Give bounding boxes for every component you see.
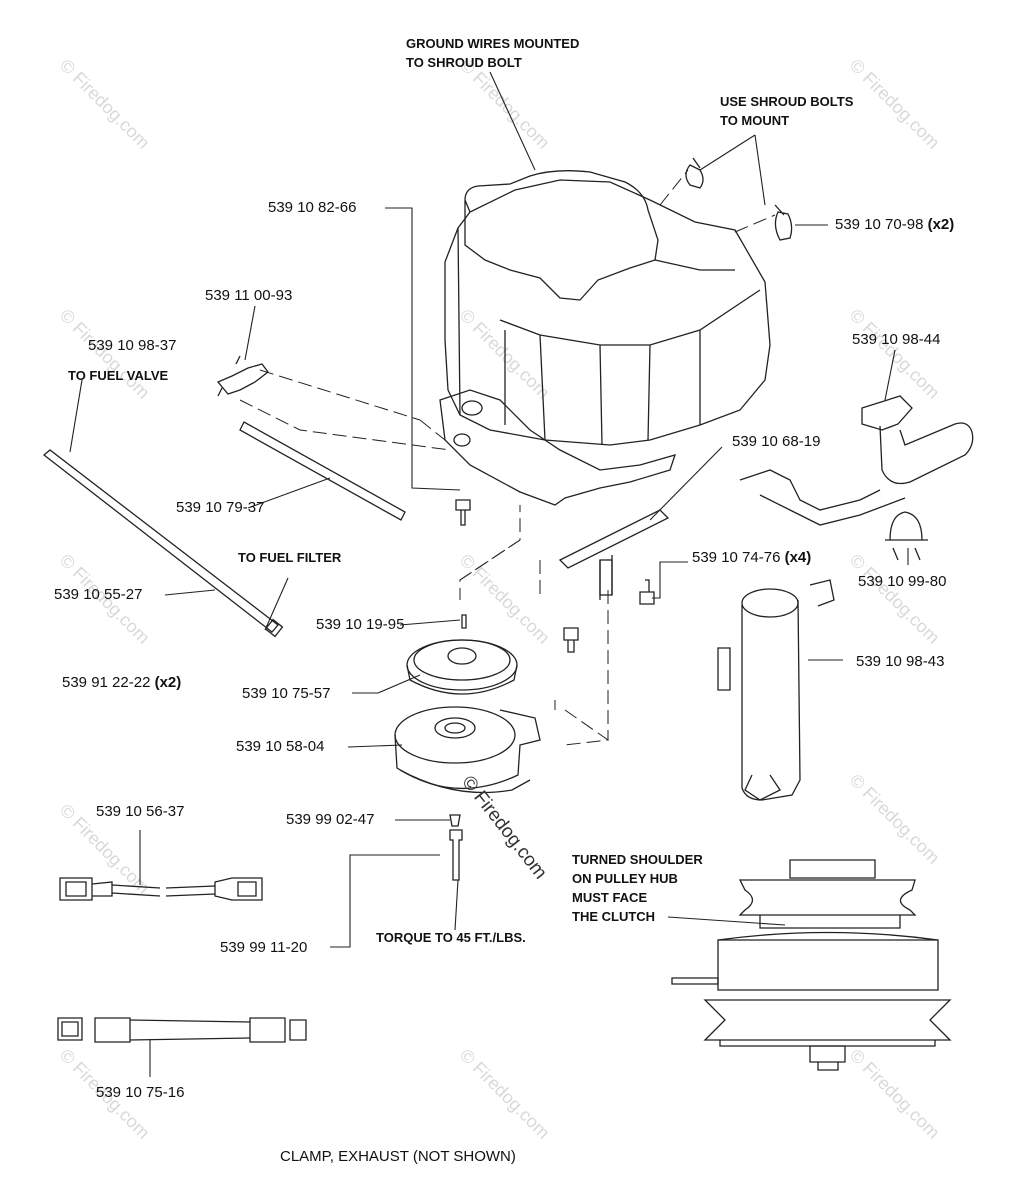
note-shroud-bolts: USE SHROUD BOLTS TO MOUNT xyxy=(720,92,853,130)
exhaust-pipe xyxy=(879,422,974,485)
part-callout: 539 10 75-57 xyxy=(242,685,330,703)
note-line: MUST FACE xyxy=(572,890,648,905)
note-line: TO SHROUD BOLT xyxy=(406,55,522,70)
part-quantity: (x4) xyxy=(784,549,812,566)
pulley xyxy=(406,614,518,695)
engine-base-plate xyxy=(439,389,677,506)
part-number: 539 10 58-04 xyxy=(236,738,325,755)
part-number: 539 10 56-37 xyxy=(96,803,185,820)
clutch-bolt xyxy=(449,829,463,881)
part-callout: 539 10 79-37 xyxy=(176,499,264,517)
part-number: 539 10 75-57 xyxy=(242,685,331,702)
part-callout: 539 10 74-76 (x4) xyxy=(692,549,811,567)
engine-shroud xyxy=(444,170,771,446)
part-number: 539 99 11-20 xyxy=(220,939,308,956)
part-quantity: (x2) xyxy=(154,674,182,691)
exhaust-clamp xyxy=(885,511,928,561)
exhaust-gasket xyxy=(861,395,913,431)
shroud-clip xyxy=(685,157,704,189)
part-callout: 539 99 02-47 xyxy=(286,811,374,829)
part-number: 539 11 00-93 xyxy=(205,287,293,304)
note-line: TO MOUNT xyxy=(720,113,790,128)
note-line: ON PULLEY HUB xyxy=(572,871,678,886)
part-number: 539 10 75-16 xyxy=(96,1084,185,1101)
part-callout: 539 10 75-16 xyxy=(96,1084,184,1102)
part-number: 539 10 74-76 xyxy=(692,549,781,566)
part-callout: 539 10 99-80 xyxy=(858,573,946,591)
part-number: 539 10 70-98 xyxy=(835,216,924,233)
part-number: 539 99 02-47 xyxy=(286,811,375,828)
pto-clutch xyxy=(394,706,541,794)
part-number: 539 10 98-37 xyxy=(88,337,177,354)
part-number: 539 10 98-43 xyxy=(856,653,945,670)
fuel-valve xyxy=(216,363,269,395)
part-callout: 539 10 56-37 xyxy=(96,803,184,821)
fuel-hose xyxy=(239,421,406,521)
note-torque: TORQUE TO 45 FT./LBS. xyxy=(376,930,526,945)
part-callout: 539 99 11-20 xyxy=(220,939,307,957)
part-quantity: (x2) xyxy=(927,216,955,233)
shroud-clip xyxy=(774,204,793,241)
part-callout: 539 91 22-22 (x2) xyxy=(62,674,181,692)
wire-harness xyxy=(57,1017,307,1043)
part-number: 539 10 99-80 xyxy=(858,573,947,590)
footer-note: CLAMP, EXHAUST (NOT SHOWN) xyxy=(280,1148,516,1165)
part-number: 539 10 68-19 xyxy=(732,433,821,450)
note-to-fuel-filter: TO FUEL FILTER xyxy=(238,550,342,565)
part-callout: 539 10 19-95 xyxy=(316,616,404,634)
part-number: 539 10 19-95 xyxy=(316,616,405,633)
part-number: 539 10 98-44 xyxy=(852,331,941,348)
note-turned-shoulder: TURNED SHOULDER ON PULLEY HUB MUST FACE … xyxy=(572,850,703,926)
part-callout: 539 10 98-37 xyxy=(88,337,176,355)
part-callout: 539 11 00-93 xyxy=(205,287,292,305)
part-callout: 539 10 70-98 (x2) xyxy=(835,216,954,234)
part-callout: 539 10 98-43 xyxy=(856,653,944,671)
part-number: 539 10 82-66 xyxy=(268,199,357,216)
note-to-fuel-valve: TO FUEL VALVE xyxy=(68,368,169,383)
note-line: USE SHROUD BOLTS xyxy=(720,94,854,109)
washer xyxy=(449,814,461,827)
bolt xyxy=(455,499,471,526)
part-number: 539 10 79-37 xyxy=(176,499,265,516)
note-line: GROUND WIRES MOUNTED xyxy=(406,36,580,51)
part-callout: 539 10 98-44 xyxy=(852,331,940,349)
note-line: TURNED SHOULDER xyxy=(572,852,703,867)
bolt xyxy=(639,579,655,605)
wire-harness xyxy=(59,877,263,901)
fuel-line xyxy=(42,449,279,633)
part-number: 539 10 55-27 xyxy=(54,586,143,603)
note-ground-wires: GROUND WIRES MOUNTED TO SHROUD BOLT xyxy=(406,34,579,72)
clutch-detail-view xyxy=(671,859,952,1071)
part-callout: 539 10 55-27 xyxy=(54,586,142,604)
mounting-bracket xyxy=(558,509,670,569)
bolt xyxy=(563,627,579,653)
part-callout: 539 10 82-66 xyxy=(268,199,356,217)
muffler xyxy=(717,579,835,801)
part-callout: 539 10 58-04 xyxy=(236,738,324,756)
part-number: 539 91 22-22 xyxy=(62,674,151,691)
note-line: THE CLUTCH xyxy=(572,909,656,924)
part-callout: 539 10 68-19 xyxy=(732,433,820,451)
